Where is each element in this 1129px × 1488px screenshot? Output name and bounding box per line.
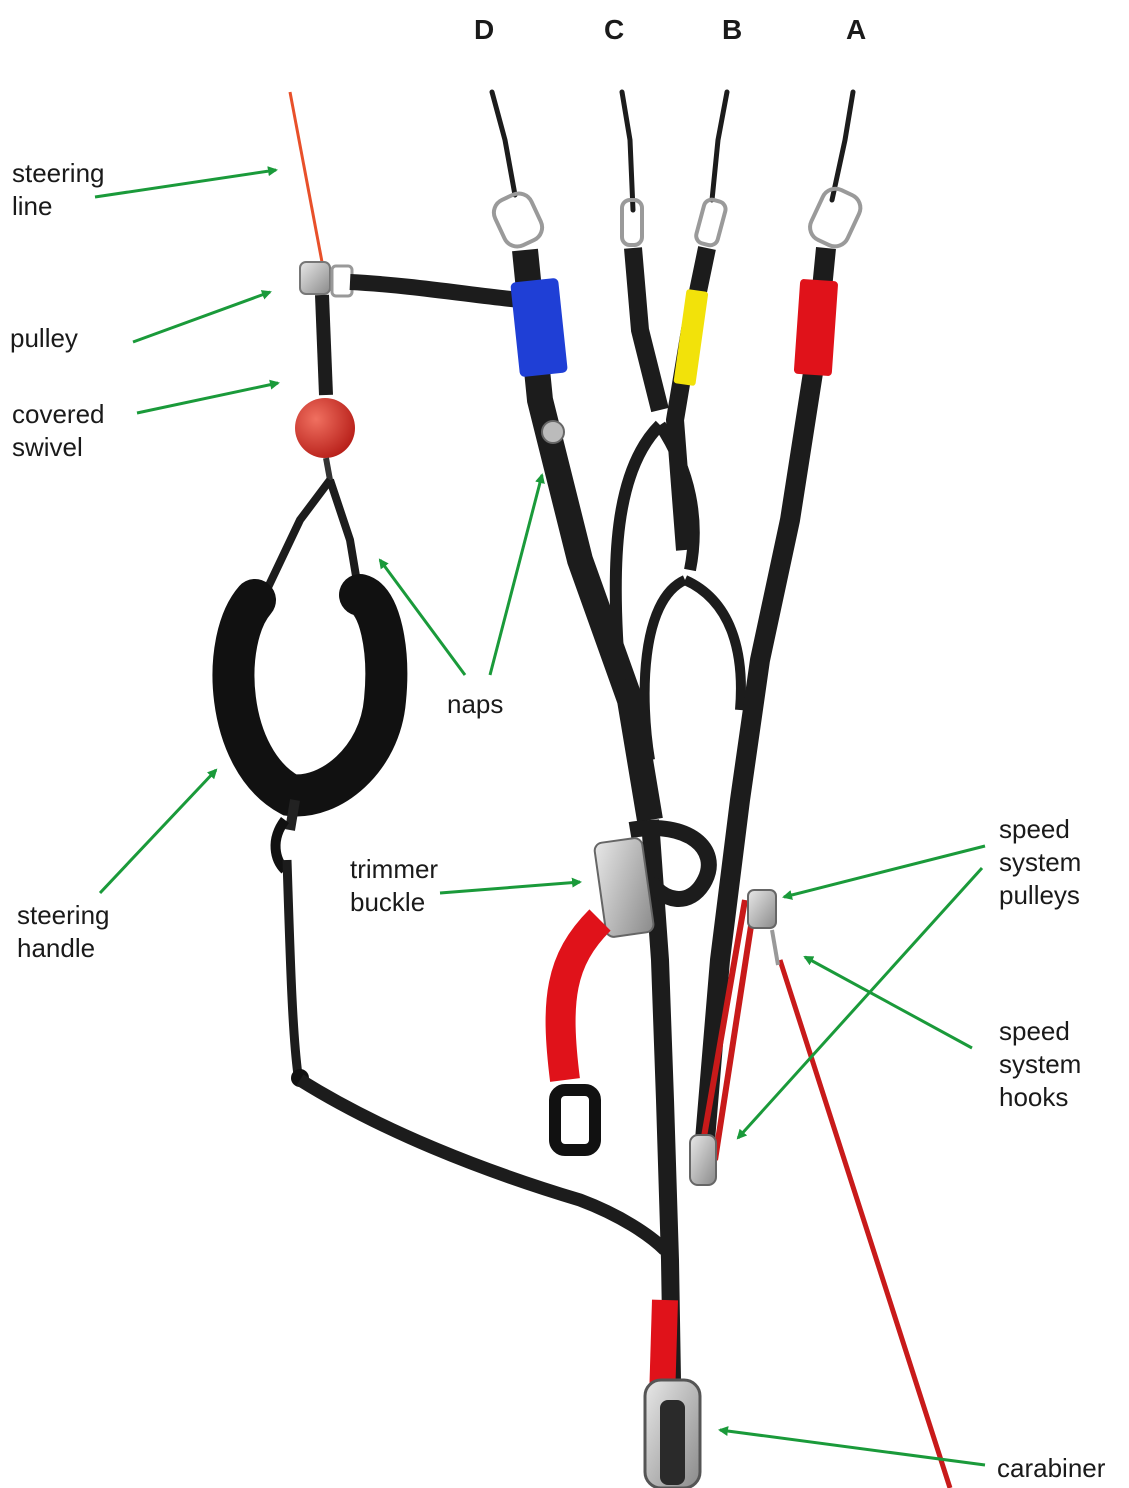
pulley-strap <box>350 282 520 300</box>
label-steering-line: steering line <box>12 157 105 223</box>
label-speed-system-pulleys: speed system pulleys <box>999 813 1081 912</box>
arrow-carabiner <box>720 1430 985 1465</box>
riser-label-c: C <box>604 14 624 46</box>
swivel-ball <box>295 398 355 458</box>
label-naps-1: naps <box>447 688 503 721</box>
riser-label-d: D <box>474 14 494 46</box>
pulley-shape <box>300 262 352 296</box>
swivel-cord <box>322 295 326 395</box>
label-speed-system-hooks-3: hooks <box>999 1081 1081 1114</box>
label-speed-system-pulleys-3: pulleys <box>999 879 1081 912</box>
speed-system-shape <box>690 890 950 1488</box>
arrow-steering-line <box>95 170 276 197</box>
arrow-speed-pulleys-top <box>784 846 985 897</box>
label-speed-system-pulleys-2: system <box>999 846 1081 879</box>
label-carabiner: carabiner <box>997 1452 1105 1485</box>
label-trimmer-buckle-1: trimmer <box>350 853 438 886</box>
arrow-pulley <box>133 292 270 342</box>
label-naps: naps <box>447 688 503 721</box>
arrow-covered-swivel <box>137 383 278 413</box>
arrow-trimmer-buckle <box>440 882 580 893</box>
label-covered-swivel-1: covered <box>12 398 105 431</box>
label-trimmer-buckle: trimmer buckle <box>350 853 438 919</box>
label-carabiner-1: carabiner <box>997 1452 1105 1485</box>
carabiner-shape <box>645 1300 700 1488</box>
label-steering-line-2: line <box>12 190 105 223</box>
upper-lines <box>492 92 853 210</box>
label-pulley-1: pulley <box>10 322 78 355</box>
label-speed-system-pulleys-1: speed <box>999 813 1081 846</box>
label-steering-handle-1: steering <box>17 899 110 932</box>
arrow-naps-right <box>490 475 542 675</box>
riser-label-a: A <box>846 14 866 46</box>
label-steering-line-1: steering <box>12 157 105 190</box>
label-steering-handle-2: handle <box>17 932 110 965</box>
riser-label-b: B <box>722 14 742 46</box>
arrow-steering-handle <box>100 770 216 893</box>
label-speed-system-hooks: speed system hooks <box>999 1015 1081 1114</box>
riser-maillons <box>489 184 865 251</box>
steering-line-cord <box>290 92 322 262</box>
label-speed-system-hooks-1: speed <box>999 1015 1081 1048</box>
riser-d-shape <box>510 250 650 820</box>
label-pulley: pulley <box>10 322 78 355</box>
label-covered-swivel: covered swivel <box>12 398 105 464</box>
label-speed-system-hooks-2: system <box>999 1048 1081 1081</box>
trimmer-shape <box>555 828 709 1150</box>
label-trimmer-buckle-2: buckle <box>350 886 438 919</box>
label-steering-handle: steering handle <box>17 899 110 965</box>
label-covered-swivel-2: swivel <box>12 431 105 464</box>
